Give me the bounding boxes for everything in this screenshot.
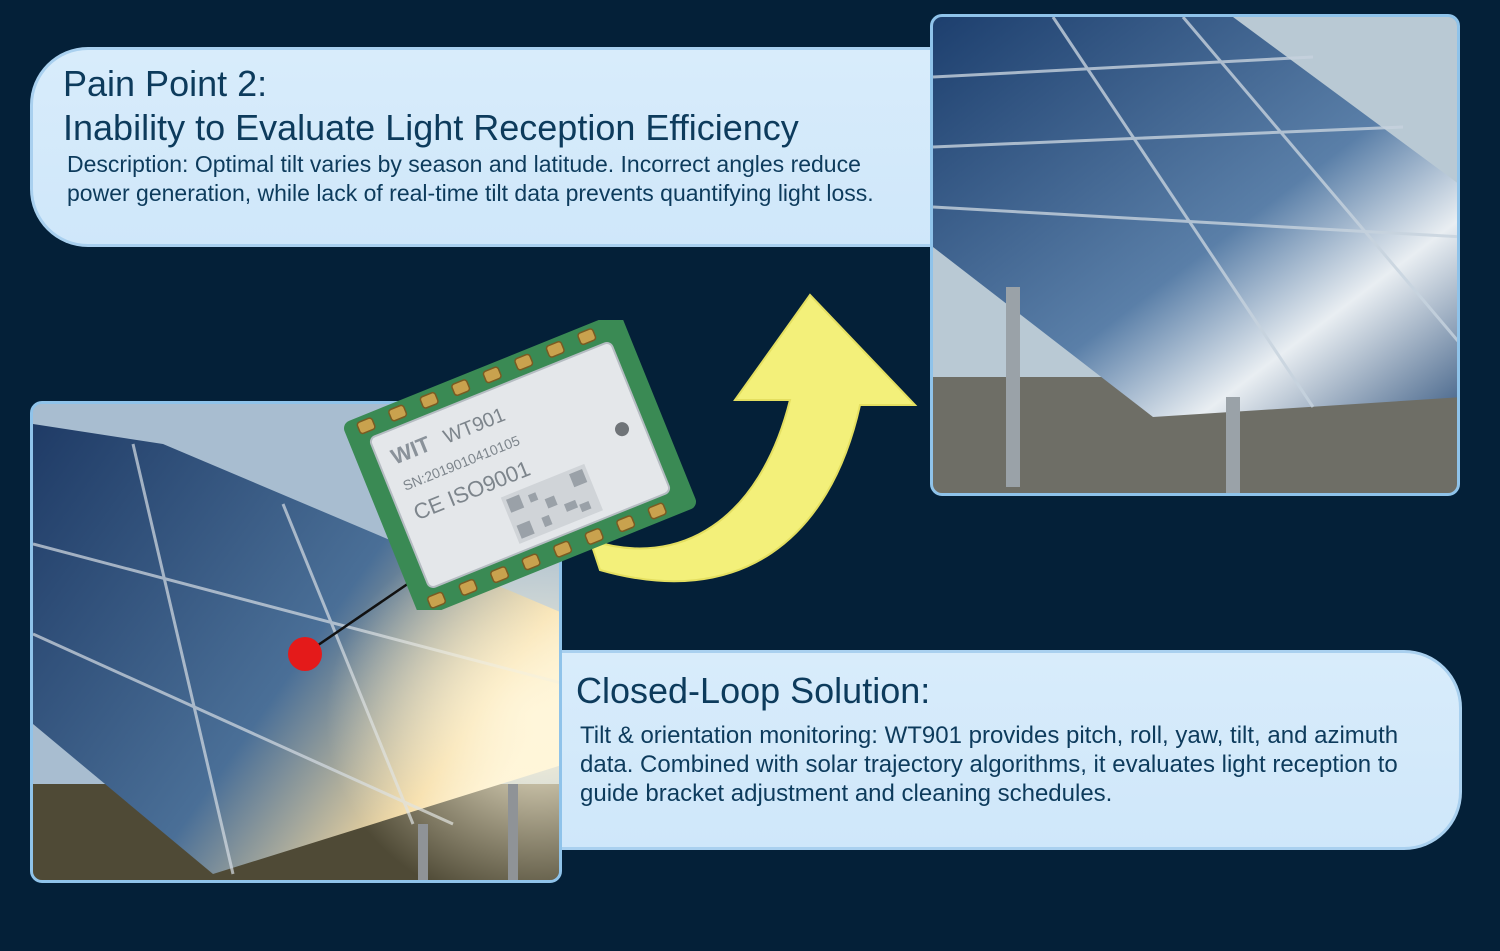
sensor-location-marker bbox=[288, 637, 322, 671]
solar-panel-illustration-top bbox=[933, 17, 1457, 493]
curved-arrow-icon bbox=[588, 293, 918, 583]
pain-point-title-line1: Pain Point 2: bbox=[63, 63, 268, 104]
solar-panel-photo-bottom bbox=[30, 401, 562, 883]
wt901-module: WIT WT901 SN:2019010410105 CE ISO9001 bbox=[344, 320, 696, 610]
pain-point-card: Pain Point 2: Inability to Evaluate Ligh… bbox=[30, 47, 970, 247]
pain-point-title: Pain Point 2: Inability to Evaluate Ligh… bbox=[63, 62, 799, 150]
pain-point-description: Description: Optimal tilt varies by seas… bbox=[67, 151, 874, 206]
solution-card: Closed-Loop Solution: Tilt & orientation… bbox=[562, 650, 1462, 850]
solar-panel-photo-top bbox=[930, 14, 1460, 496]
solution-title: Closed-Loop Solution: bbox=[576, 670, 931, 711]
pain-point-title-line2: Inability to Evaluate Light Reception Ef… bbox=[63, 107, 799, 148]
solution-description: Tilt & orientation monitoring: WT901 pro… bbox=[580, 722, 1399, 807]
qr-code-icon bbox=[500, 463, 603, 544]
